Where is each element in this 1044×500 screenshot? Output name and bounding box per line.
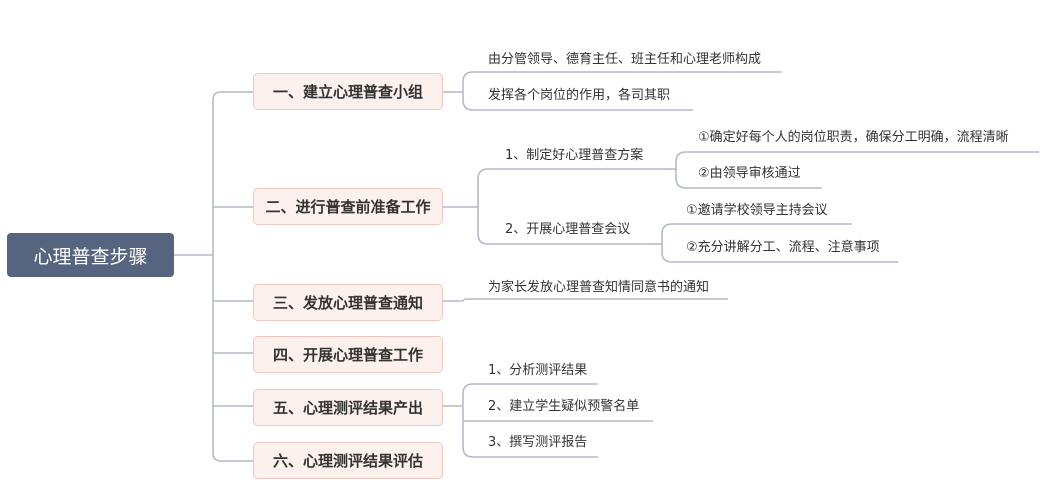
connector bbox=[477, 168, 663, 180]
sub-node: 2、开展心理普查会议 bbox=[505, 222, 631, 237]
connector bbox=[477, 233, 646, 245]
connector bbox=[675, 151, 1039, 163]
step-node-4: 四、开展心理普查工作 bbox=[253, 336, 443, 373]
connector bbox=[675, 177, 822, 189]
sub-node: 1、制定好心理普查方案 bbox=[505, 148, 644, 163]
step-node-5: 五、心理测评结果产出 bbox=[253, 389, 443, 426]
connector bbox=[462, 383, 598, 395]
connector bbox=[462, 71, 782, 83]
leaf-node: 发挥各个岗位的作用，各司其职 bbox=[488, 88, 671, 103]
leaf-node: 2、建立学生疑似预警名单 bbox=[488, 399, 640, 414]
connector bbox=[462, 99, 693, 111]
connector bbox=[212, 91, 253, 101]
leaf-node: 为家长发放心理普查知情同意书的通知 bbox=[488, 280, 710, 295]
connector bbox=[462, 446, 598, 458]
step-node-6: 六、心理测评结果评估 bbox=[253, 442, 443, 479]
leaf-node: ②由领导审核通过 bbox=[698, 166, 801, 181]
connector bbox=[212, 452, 253, 462]
connector bbox=[661, 251, 898, 263]
leaf-node: 3、撰写测评报告 bbox=[488, 435, 588, 450]
connector bbox=[462, 298, 728, 302]
step-node-2: 二、进行普查前准备工作 bbox=[253, 188, 443, 225]
leaf-node: 由分管领导、德育主任、班主任和心理老师构成 bbox=[488, 52, 762, 67]
root-node: 心理普查步骤 bbox=[7, 233, 174, 277]
leaf-node: ①邀请学校领导主持会议 bbox=[686, 203, 828, 218]
connector bbox=[661, 223, 852, 235]
step-node-3: 三、发放心理普查通知 bbox=[253, 284, 443, 321]
step-node-1: 一、建立心理普查小组 bbox=[253, 73, 443, 110]
leaf-node: 1、分析测评结果 bbox=[488, 363, 588, 378]
leaf-node: ②充分讲解分工、流程、注意事项 bbox=[686, 240, 880, 255]
leaf-node: ①确定好每个人的岗位职责，确保分工明确，流程清晰 bbox=[698, 130, 1009, 145]
